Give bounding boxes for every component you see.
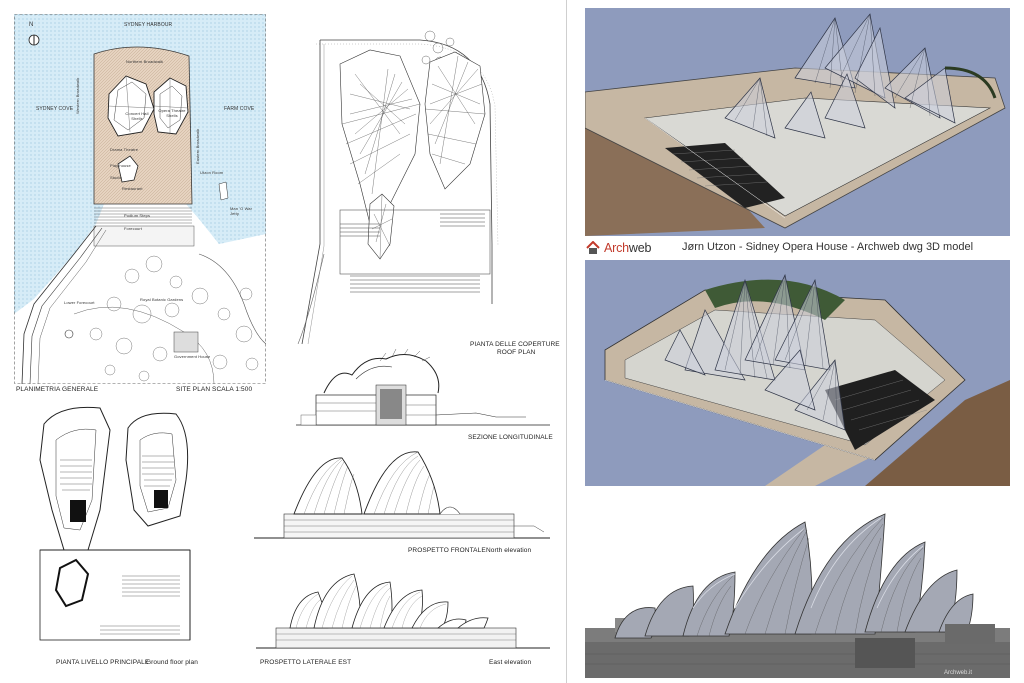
model-caption: Jørn Utzon - Sidney Opera House - Archwe… (682, 241, 974, 253)
restaurant-label: Restaurant (122, 186, 143, 191)
studio-label: Studio (110, 175, 122, 180)
render-bottom-image (585, 508, 1010, 678)
floor-plan-title-it: PIANTA LIVELLO PRINCIPALE (56, 659, 150, 666)
east-elevation-drawing (256, 573, 550, 649)
eastern-broadwalk-label: Eastern Broadwalk (195, 128, 200, 164)
opera-theatre-label: Opera Theatre Shells (158, 108, 186, 118)
site-plan-panel: N SYDNEY HARBOUR SYDNEY COVE FARM COVE N… (14, 14, 266, 384)
site-plan-drawing (14, 14, 266, 384)
farm-cove-label: FARM COVE (224, 106, 255, 112)
government-house-label: Government House (174, 354, 211, 359)
brand-name: Archweb (604, 241, 651, 255)
site-plan-title-en: SITE PLAN SCALA 1:500 (176, 386, 253, 393)
sydney-cove-label: SYDNEY COVE (36, 106, 74, 112)
roof-plan-title-en: ROOF PLAN (497, 349, 536, 356)
brand-suffix: web (628, 241, 652, 255)
concert-hall-label: Concert Hall Shells (125, 111, 149, 121)
east-elevation-title-en: East elevation (489, 659, 532, 666)
floor-plan-drawing (39, 406, 191, 641)
site-plan-title-it: PLANIMETRIA GENERALE (16, 386, 99, 393)
section-drawing (296, 348, 550, 426)
render-top-image (585, 8, 1010, 236)
house-icon (586, 241, 600, 254)
section-title: SEZIONE LONGITUDINALE (468, 434, 553, 441)
render-bottom (585, 508, 1010, 678)
render-middle-image (585, 260, 1010, 486)
northern-broadwalk-label: Northern Broadwalk (126, 59, 164, 64)
roof-plan-title-it: PIANTA DELLE COPERTURE (470, 341, 560, 348)
brand-prefix: Arch (604, 241, 629, 255)
north-elevation-panel (254, 450, 550, 546)
section-panel (296, 345, 550, 433)
north-elevation-drawing (254, 451, 550, 539)
roof-plan-drawing (297, 30, 499, 344)
podium-steps-label: Podium Steps (124, 213, 151, 218)
north-label: N (29, 22, 34, 28)
column-divider (566, 0, 567, 683)
drama-theatre-label: Drama Theatre (110, 147, 139, 152)
brand-logo: Archweb (586, 240, 651, 256)
render-middle (585, 260, 1010, 486)
sydney-harbour-label: SYDNEY HARBOUR (124, 22, 173, 28)
western-broadwalk-label: Western Broadwalk (75, 77, 80, 114)
forecourt-label: Forecourt (124, 226, 143, 231)
man-o-war-label: Man 'O War Jetty (230, 206, 253, 216)
watermark: Archweb.it (944, 670, 973, 676)
botanic-gardens-label: Royal Botanic Gardens (140, 297, 184, 302)
lower-forecourt-label: Lower Forecourt (64, 300, 95, 305)
north-elevation-title-it: PROSPETTO FRONTALE (408, 547, 486, 554)
roof-plan-panel (280, 14, 550, 344)
floor-plan-panel (30, 400, 210, 658)
east-elevation-title-it: PROSPETTO LATERALE EST (260, 659, 352, 666)
playhouse-label: Play house (110, 163, 131, 168)
east-elevation-panel (256, 562, 550, 656)
floor-plan-title-en: Ground floor plan (146, 659, 198, 666)
render-top (585, 8, 1010, 236)
utzon-room-label: Utzon Room (200, 170, 224, 175)
north-elevation-title-en: North elevation (486, 547, 532, 554)
